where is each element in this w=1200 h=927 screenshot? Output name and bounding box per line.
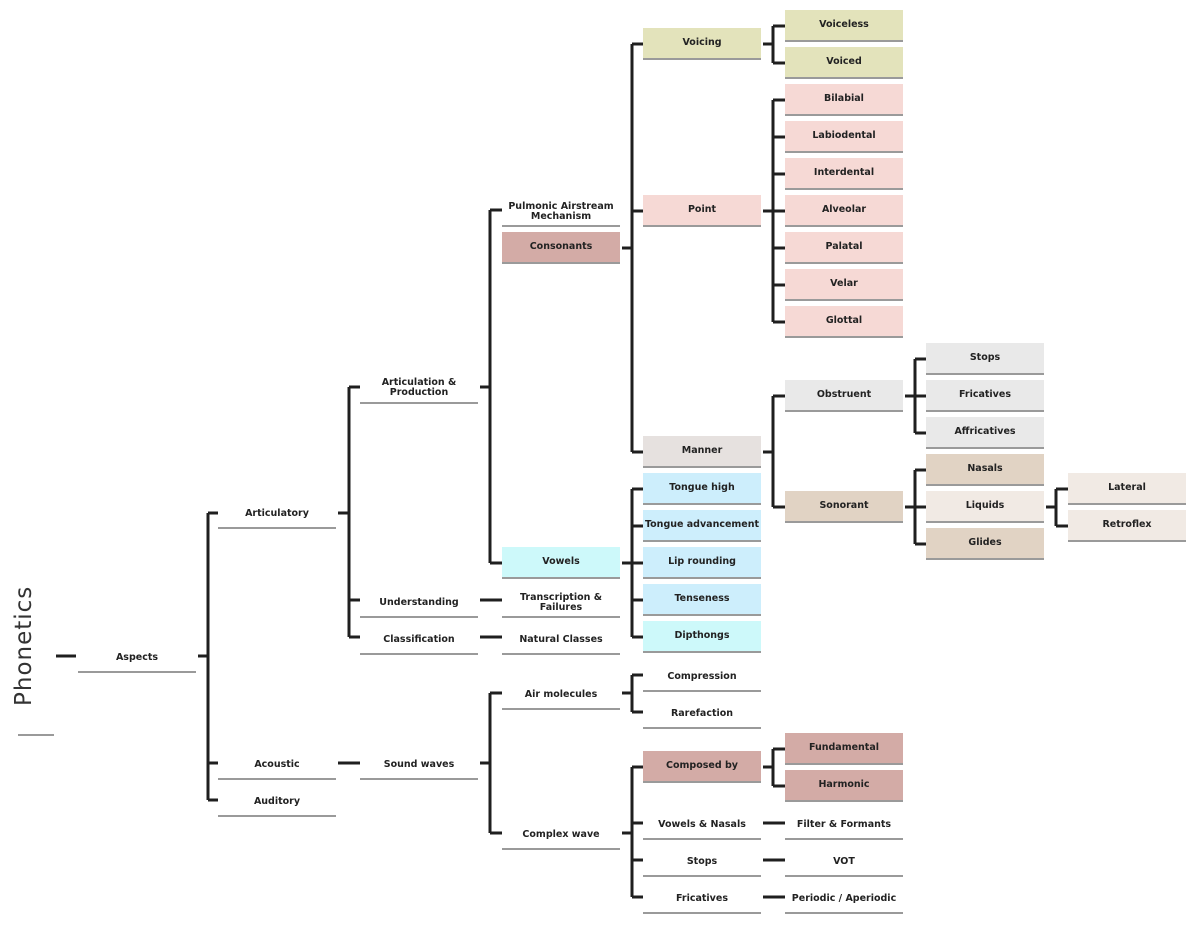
voiced-node[interactable]: Voiced (785, 47, 903, 79)
obstruent-node[interactable]: Obstruent (785, 380, 903, 412)
vot-node[interactable]: VOT (785, 848, 903, 877)
acoustic-node[interactable]: Acoustic (218, 751, 336, 780)
voicing-node[interactable]: Voicing (643, 28, 761, 60)
obstruent-affricatives[interactable]: Affricatives (926, 417, 1044, 449)
vowel-feature-dipthongs[interactable]: Dipthongs (643, 621, 761, 653)
vowels-nasals-node[interactable]: Vowels & Nasals (643, 811, 761, 840)
sonorant-node[interactable]: Sonorant (785, 491, 903, 523)
manner-node[interactable]: Manner (643, 436, 761, 468)
pulmonic-node[interactable]: Pulmonic Airstream Mechanism (502, 198, 620, 227)
stops-wave-node[interactable]: Stops (643, 848, 761, 877)
point-node[interactable]: Point (643, 195, 761, 227)
obstruent-fricatives[interactable]: Fricatives (926, 380, 1044, 412)
root-underline (18, 734, 54, 736)
filter-formants-node[interactable]: Filter & Formants (785, 811, 903, 840)
vowel-feature-lip-rounding[interactable]: Lip rounding (643, 547, 761, 579)
fricatives-wave-node[interactable]: Fricatives (643, 885, 761, 914)
classification-node[interactable]: Classification (360, 626, 478, 655)
complex-wave-node[interactable]: Complex wave (502, 821, 620, 850)
air-molecules-node[interactable]: Air molecules (502, 681, 620, 710)
point-bilabial[interactable]: Bilabial (785, 84, 903, 116)
aspects-node[interactable]: Aspects (78, 645, 196, 673)
vowel-feature-tongue-high[interactable]: Tongue high (643, 473, 761, 505)
sonorant-liquids[interactable]: Liquids (926, 491, 1044, 523)
sonorant-nasals[interactable]: Nasals (926, 454, 1044, 486)
point-velar[interactable]: Velar (785, 269, 903, 301)
fundamental-node[interactable]: Fundamental (785, 733, 903, 765)
liquid-retroflex[interactable]: Retroflex (1068, 510, 1186, 542)
composed-by-node[interactable]: Composed by (643, 751, 761, 783)
voiceless-node[interactable]: Voiceless (785, 10, 903, 42)
harmonic-node[interactable]: Harmonic (785, 770, 903, 802)
vowel-feature-tongue-advancement[interactable]: Tongue advancement (643, 510, 761, 542)
articulatory-node[interactable]: Articulatory (218, 500, 336, 529)
liquid-lateral[interactable]: Lateral (1068, 473, 1186, 505)
point-alveolar[interactable]: Alveolar (785, 195, 903, 227)
point-palatal[interactable]: Palatal (785, 232, 903, 264)
auditory-node[interactable]: Auditory (218, 788, 336, 817)
root-title-text: Phonetics (11, 585, 37, 706)
point-interdental[interactable]: Interdental (785, 158, 903, 190)
rarefaction-node[interactable]: Rarefaction (643, 700, 761, 729)
understanding-node[interactable]: Understanding (360, 589, 478, 618)
point-labiodental[interactable]: Labiodental (785, 121, 903, 153)
compression-node[interactable]: Compression (643, 663, 761, 692)
periodic-aperiodic-node[interactable]: Periodic / Aperiodic (785, 885, 903, 914)
natural-classes-node[interactable]: Natural Classes (502, 626, 620, 655)
obstruent-stops[interactable]: Stops (926, 343, 1044, 375)
vowel-feature-tenseness[interactable]: Tenseness (643, 584, 761, 616)
vowels-node[interactable]: Vowels (502, 547, 620, 579)
point-glottal[interactable]: Glottal (785, 306, 903, 338)
transcription-failures-node[interactable]: Transcription & Failures (502, 589, 620, 618)
articulation-production-node[interactable]: Articulation & Production (360, 374, 478, 404)
consonants-node[interactable]: Consonants (502, 232, 620, 264)
sonorant-glides[interactable]: Glides (926, 528, 1044, 560)
sound-waves-node[interactable]: Sound waves (360, 751, 478, 780)
